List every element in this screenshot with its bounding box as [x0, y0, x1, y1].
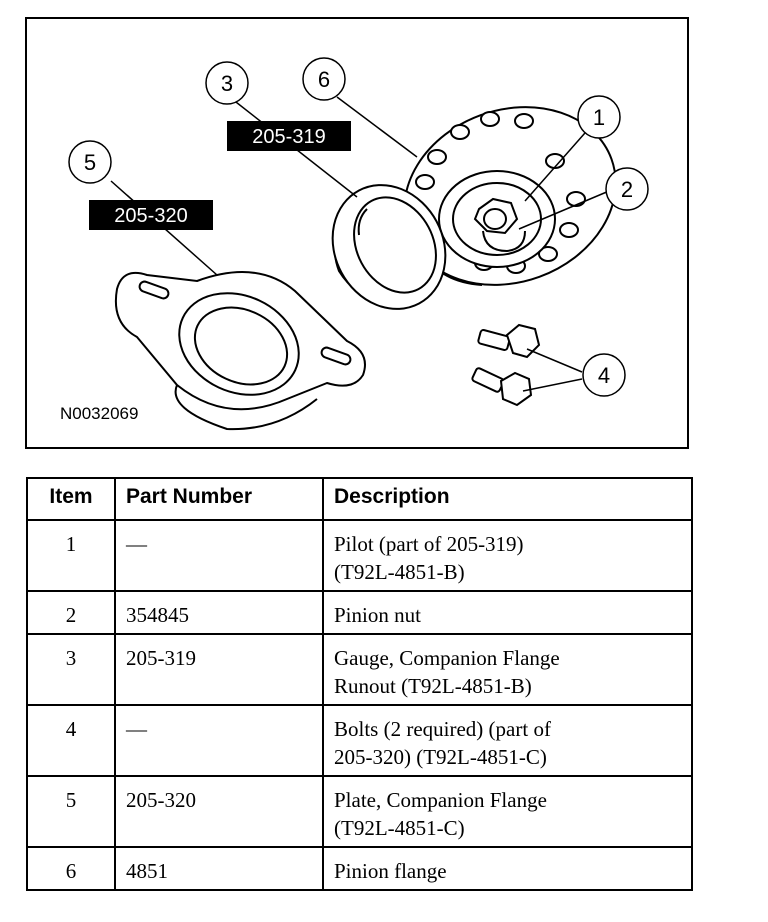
- description-cell: Pinion nut: [322, 590, 693, 635]
- item-cell: 2: [26, 590, 116, 635]
- bolts-drawing: [471, 323, 541, 407]
- svg-text:6: 6: [318, 67, 330, 92]
- callout-3: 3: [205, 61, 249, 105]
- table-row: 6 4851 Pinion flange: [26, 846, 693, 891]
- item-cell: 4: [26, 704, 116, 777]
- figure-id: N0032069: [60, 404, 138, 423]
- item-cell: 3: [26, 633, 116, 706]
- parts-table: Item Part Number Description 1 — Pilot (…: [26, 477, 693, 891]
- callout-4: 4: [582, 353, 626, 397]
- table-row: 1 — Pilot (part of 205-319) (T92L-4851-B…: [26, 519, 693, 592]
- table-header-row: Item Part Number Description: [26, 477, 693, 521]
- description-line: Pilot (part of 205-319): [334, 532, 524, 556]
- exploded-view-illustration: 3 6 1 2 5 4 205-319 205-320: [25, 17, 689, 449]
- description-line: Pinion flange: [334, 859, 447, 883]
- part-number-cell: 354845: [114, 590, 324, 635]
- svg-text:3: 3: [221, 71, 233, 96]
- description-line: Runout (T92L-4851-B): [334, 674, 532, 698]
- item-cell: 6: [26, 846, 116, 891]
- part-number-cell: —: [114, 519, 324, 592]
- item-cell: 1: [26, 519, 116, 592]
- part-number-cell: —: [114, 704, 324, 777]
- runout-gauge-drawing: [331, 184, 447, 310]
- description-line: Pinion nut: [334, 603, 421, 627]
- part-number-cell: 205-320: [114, 775, 324, 848]
- description-cell: Plate, Companion Flange (T92L-4851-C): [322, 775, 693, 848]
- description-cell: Pilot (part of 205-319) (T92L-4851-B): [322, 519, 693, 592]
- part-number-cell: 4851: [114, 846, 324, 891]
- flange-plate-drawing: [115, 271, 366, 431]
- description-line: 205-320) (T92L-4851-C): [334, 745, 547, 769]
- tool-label-205-320: 205-320: [89, 200, 213, 230]
- description-line: (T92L-4851-B): [334, 560, 465, 584]
- item-cell: 5: [26, 775, 116, 848]
- description-cell: Gauge, Companion Flange Runout (T92L-485…: [322, 633, 693, 706]
- pilot-and-nut-drawing: [438, 170, 556, 268]
- svg-text:5: 5: [84, 150, 96, 175]
- table-row: 4 — Bolts (2 required) (part of 205-320)…: [26, 704, 693, 777]
- tool-label-205-319: 205-319: [227, 121, 351, 151]
- svg-text:4: 4: [598, 363, 610, 388]
- parts-drawing: 3 6 1 2 5 4 205-319 205-320: [60, 57, 649, 431]
- description-line: Gauge, Companion Flange: [334, 646, 560, 670]
- callout-6: 6: [302, 57, 346, 101]
- table-row: 2 354845 Pinion nut: [26, 590, 693, 635]
- callout-5: 5: [68, 140, 112, 184]
- description-cell: Bolts (2 required) (part of 205-320) (T9…: [322, 704, 693, 777]
- svg-text:1: 1: [593, 105, 605, 130]
- part-number-cell: 205-319: [114, 633, 324, 706]
- svg-text:2: 2: [621, 177, 633, 202]
- svg-text:205-319: 205-319: [252, 126, 325, 148]
- table-row: 3 205-319 Gauge, Companion Flange Runout…: [26, 633, 693, 706]
- description-cell: Pinion flange: [322, 846, 693, 891]
- column-header-part-number: Part Number: [114, 477, 324, 521]
- description-line: (T92L-4851-C): [334, 816, 465, 840]
- callout-1: 1: [577, 95, 621, 139]
- column-header-item: Item: [26, 477, 116, 521]
- column-header-description: Description: [322, 477, 693, 521]
- description-line: Bolts (2 required) (part of: [334, 717, 551, 741]
- svg-text:205-320: 205-320: [114, 205, 187, 227]
- table-row: 5 205-320 Plate, Companion Flange (T92L-…: [26, 775, 693, 848]
- description-line: Plate, Companion Flange: [334, 788, 547, 812]
- callout-2: 2: [605, 167, 649, 211]
